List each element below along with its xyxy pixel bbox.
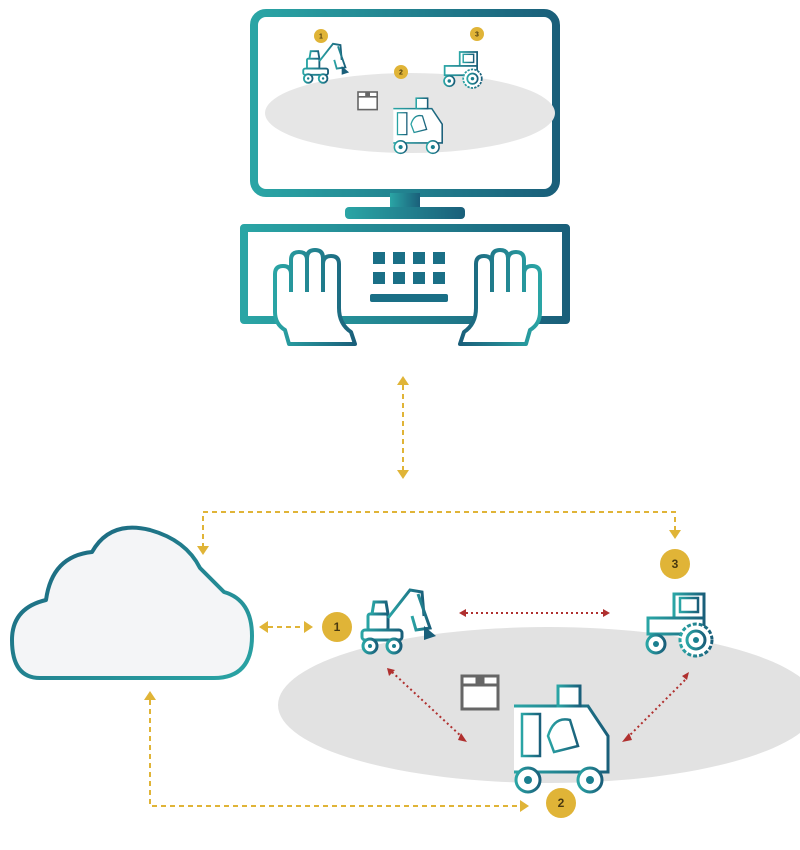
arrowhead-red-4: [458, 733, 467, 742]
connector-arrowhead-cloud-up: [144, 691, 156, 700]
screen-badge-forklift: 2: [394, 65, 408, 79]
svg-text:2: 2: [558, 796, 565, 810]
arrowhead-red-2: [603, 609, 610, 617]
screen-box-icon: [357, 91, 379, 111]
svg-text:3: 3: [672, 557, 679, 571]
connector-arrowhead-down: [397, 470, 409, 479]
badge-forklift: 2: [546, 788, 576, 818]
svg-text:1: 1: [319, 34, 323, 41]
connector-excavator-forklift: [391, 671, 463, 738]
connector-arrowhead-left: [259, 621, 268, 633]
badge-tractor: 3: [660, 549, 690, 579]
arrowhead-red-1: [459, 609, 466, 617]
connector-cloud-tractor: [202, 511, 676, 548]
arrowhead-red-5: [682, 672, 689, 680]
connector-arrowhead-tractor: [669, 530, 681, 539]
cloud-icon: [10, 525, 254, 680]
connector-arrowhead-cloud: [197, 546, 209, 555]
screen-badge-tractor: 3: [470, 27, 484, 41]
connector-arrowhead-right: [304, 621, 313, 633]
svg-text:2: 2: [399, 70, 403, 77]
screen-badge-excavator: 1: [314, 29, 328, 43]
arrowhead-red-3: [387, 668, 395, 676]
connector-tractor-forklift: [627, 679, 686, 738]
arrowhead-red-6: [622, 733, 632, 742]
monitor-screen: 1 2 3: [265, 27, 555, 155]
badge-excavator: 1: [322, 612, 352, 642]
connector-arrowhead-forklift: [520, 800, 529, 812]
svg-text:1: 1: [334, 620, 341, 634]
box-icon: [460, 674, 500, 711]
connector-cloud-forklift: [149, 700, 520, 807]
svg-text:3: 3: [475, 32, 479, 39]
connector-arrowhead-up: [397, 376, 409, 385]
